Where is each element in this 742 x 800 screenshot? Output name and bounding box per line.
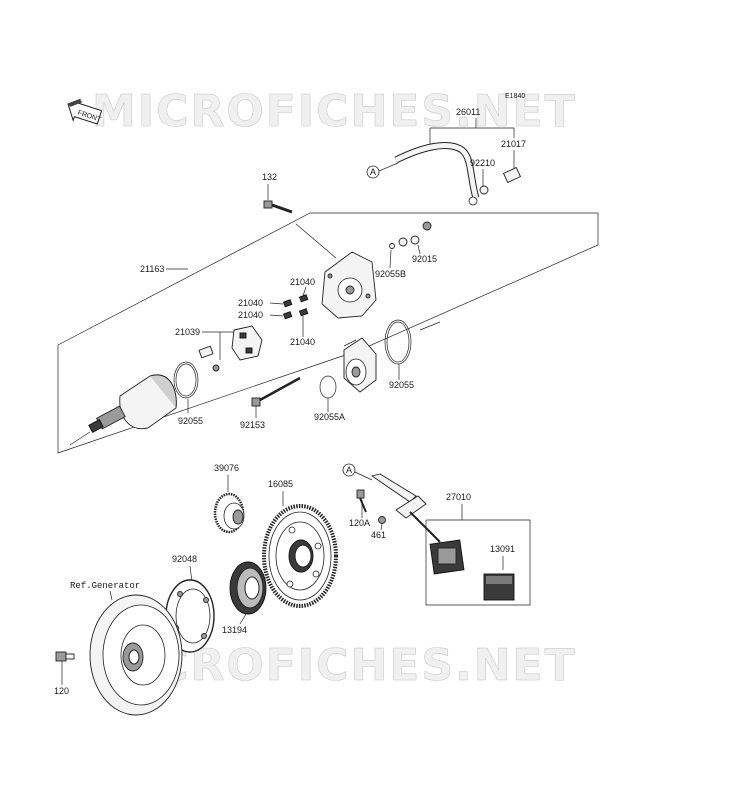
bolt-132 [263, 200, 293, 214]
idle-gear-39076 [213, 492, 245, 534]
callout-16085: 16085 [268, 479, 293, 489]
starter-motor-body [69, 374, 177, 446]
callout-21017: 21017 [501, 139, 526, 149]
brush-holder-cover [321, 251, 377, 319]
callout-21163: 21163 [140, 264, 164, 274]
bolt-120 [55, 651, 75, 662]
callout-92055-left: 92055 [178, 416, 203, 426]
marker-a-top-label: A [370, 167, 376, 177]
bolt-120A [356, 489, 367, 513]
callout-13091: 13091 [490, 544, 515, 554]
callout-21040-c: 21040 [238, 310, 263, 320]
callout-39076: 39076 [214, 463, 239, 473]
through-bolt-92153 [251, 376, 301, 407]
callout-92055B: 92055B [375, 269, 406, 279]
callout-21040-b: 21040 [238, 298, 263, 308]
starter-gear-16085 [262, 504, 338, 608]
callout-92055A: 92055A [314, 412, 345, 422]
starter-end-cover [343, 337, 377, 393]
diagram-code: E1840 [505, 93, 525, 100]
callout-92210: 92210 [470, 158, 495, 168]
callout-92153: 92153 [240, 420, 265, 430]
callout-132: 132 [262, 172, 277, 182]
callout-92055-right: 92055 [389, 380, 414, 390]
callout-13194: 13194 [222, 625, 247, 635]
generator-flywheel [89, 594, 183, 716]
watermark-top: MICROFICHES.NET [92, 86, 577, 137]
marker-a-top [366, 165, 380, 179]
callout-461: 461 [371, 530, 386, 540]
starter-relay-cable [370, 473, 441, 543]
callout-21040-a: 21040 [290, 277, 315, 287]
ref-generator-label: Ref.Generator [70, 581, 140, 591]
brush-plate-21039 [198, 325, 263, 372]
fuse-13091 [483, 573, 515, 601]
callout-92015: 92015 [412, 254, 437, 264]
callout-21040-d: 21040 [290, 337, 315, 347]
callout-26011: 26011 [456, 107, 480, 117]
marker-a-bottom-label: A [346, 465, 352, 475]
callout-120: 120 [54, 686, 69, 696]
starter-clutch-13194 [229, 561, 267, 615]
marker-a-bottom [342, 463, 356, 477]
starter-relay-27010 [429, 539, 465, 575]
callout-21039: 21039 [175, 327, 200, 337]
callout-27010: 27010 [446, 492, 471, 502]
callout-120A: 120A [349, 518, 370, 528]
callout-92048: 92048 [172, 554, 197, 564]
